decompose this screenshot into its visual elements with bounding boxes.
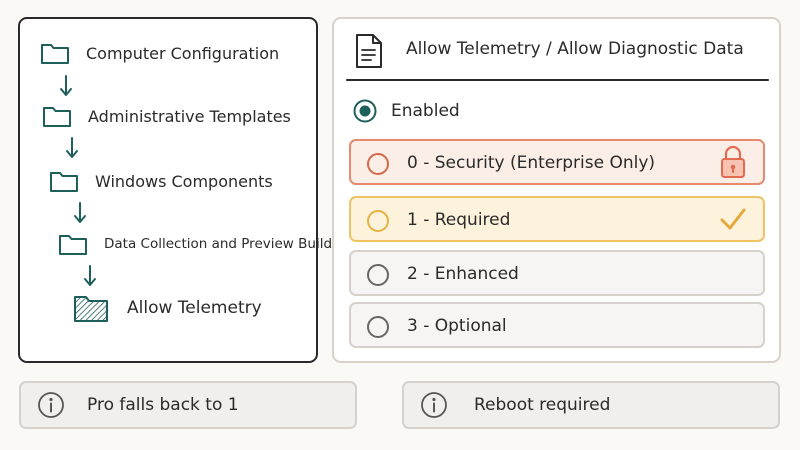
folder-icon xyxy=(59,235,87,255)
radio-button[interactable] xyxy=(367,316,389,338)
option-label: 2 - Enhanced xyxy=(407,264,519,284)
option-optional[interactable]: 3 - Optional xyxy=(349,302,765,348)
info-text: Pro falls back to 1 xyxy=(87,395,239,415)
option-label: 1 - Required xyxy=(407,210,511,230)
tree-item-administrative-templates[interactable]: Administrative Templates xyxy=(42,104,291,128)
folder-icon xyxy=(50,172,78,192)
arrow-down-icon xyxy=(66,137,78,158)
arrow-down-icon xyxy=(84,265,96,286)
checkmark-icon xyxy=(720,208,746,230)
option-enhanced[interactable]: 2 - Enhanced xyxy=(349,250,765,296)
info-text: Reboot required xyxy=(474,395,611,415)
radio-button[interactable] xyxy=(367,210,389,232)
policy-tree-panel: Computer Configuration Administrative Te… xyxy=(18,17,339,363)
info-note-reboot: Reboot required xyxy=(402,381,780,429)
tree-item-label: Allow Telemetry xyxy=(127,298,262,318)
header-divider xyxy=(346,79,769,81)
tree-item-data-collection[interactable]: Data Collection and Preview Builds xyxy=(58,232,339,256)
option-label: 0 - Security (Enterprise Only) xyxy=(407,153,656,173)
option-required[interactable]: 1 - Required xyxy=(349,196,765,242)
info-icon xyxy=(421,392,447,418)
policy-title: Allow Telemetry / Allow Diagnostic Data xyxy=(406,39,744,59)
tree-item-label: Windows Components xyxy=(95,171,273,191)
folder-icon xyxy=(43,107,71,127)
radio-selected-icon[interactable] xyxy=(353,99,377,123)
tree-item-windows-components[interactable]: Windows Components xyxy=(49,169,273,193)
radio-button[interactable] xyxy=(367,153,389,175)
tree-item-label: Data Collection and Preview Builds xyxy=(104,236,340,252)
tree-item-allow-telemetry[interactable]: Allow Telemetry xyxy=(73,293,262,323)
tree-item-label: Computer Configuration xyxy=(86,43,280,63)
option-label: 3 - Optional xyxy=(407,316,507,336)
info-note-fallback: Pro falls back to 1 xyxy=(19,381,357,429)
document-icon xyxy=(356,34,382,68)
policy-settings-panel: Allow Telemetry / Allow Diagnostic Data … xyxy=(332,17,781,363)
tree-item-computer-configuration[interactable]: Computer Configuration xyxy=(40,41,279,65)
folder-filled-icon xyxy=(74,296,108,322)
lock-icon xyxy=(721,145,745,178)
tree-item-label: Administrative Templates xyxy=(88,106,291,126)
info-icon xyxy=(38,392,64,418)
folder-icon xyxy=(41,44,69,64)
enabled-radio-row[interactable]: Enabled xyxy=(353,99,460,123)
arrow-down-icon xyxy=(74,202,86,223)
enabled-label: Enabled xyxy=(391,101,460,121)
option-security[interactable]: 0 - Security (Enterprise Only) xyxy=(349,139,765,185)
radio-button[interactable] xyxy=(367,264,389,286)
arrow-down-icon xyxy=(60,75,72,96)
